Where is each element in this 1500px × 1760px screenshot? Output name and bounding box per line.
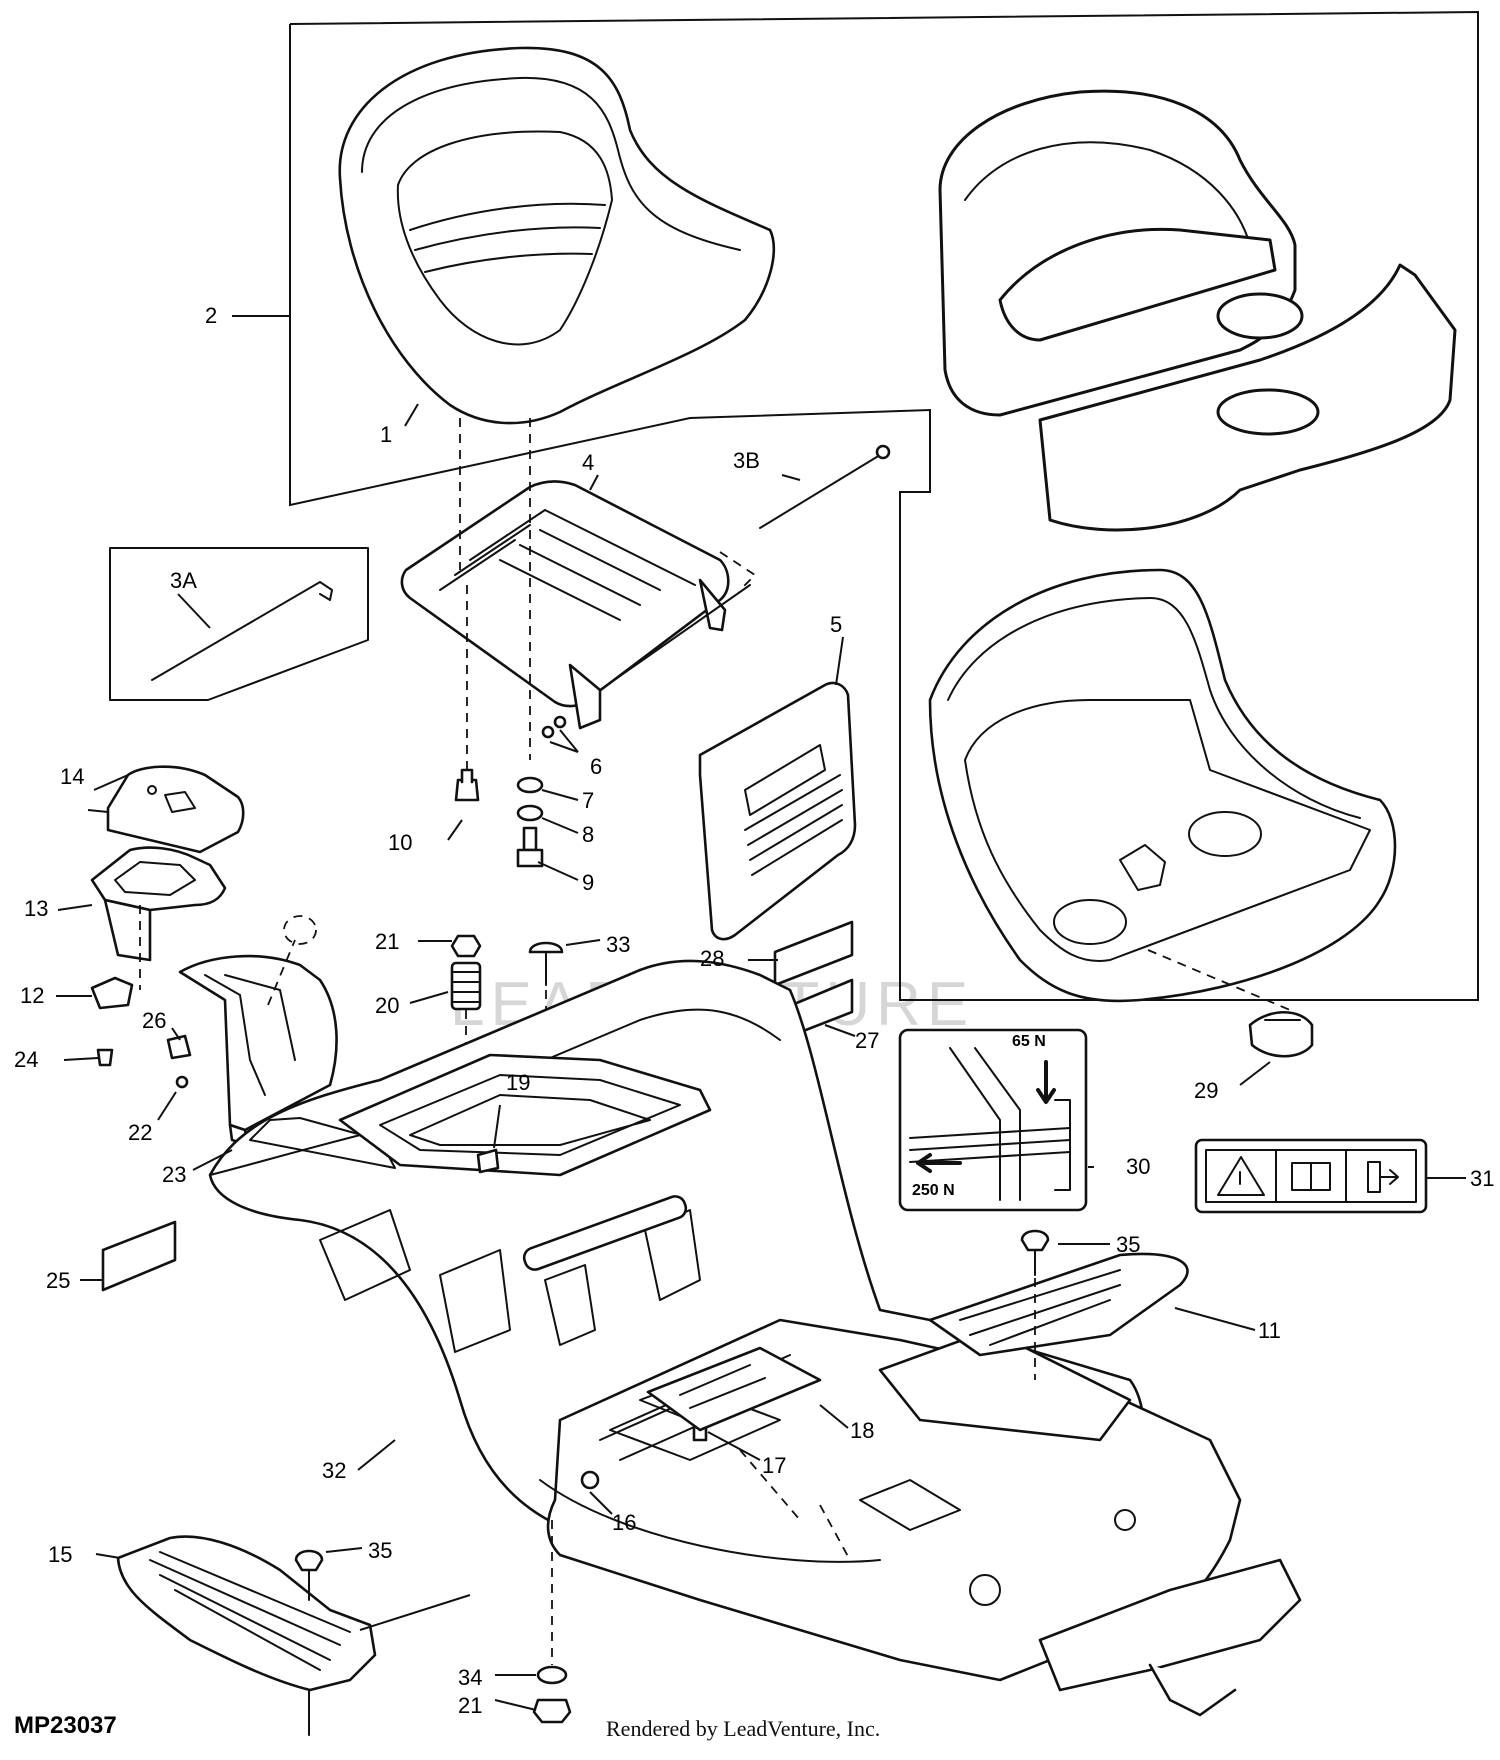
- diagram-code: MP23037: [14, 1712, 117, 1739]
- nut-21-top: [450, 934, 482, 958]
- pivot-pin: [719, 444, 891, 591]
- clip-12: [90, 976, 134, 1010]
- decal-28: [773, 920, 854, 987]
- push-pin-35-right: [1020, 1229, 1050, 1276]
- nut-21-bottom: [532, 1698, 572, 1724]
- callout-8: 8: [582, 822, 594, 847]
- callout-28: 28: [700, 946, 724, 971]
- push-pin-35-left: [294, 1549, 324, 1601]
- callout-22: 22: [128, 1120, 152, 1145]
- callout-labels: 2 1 3B 4 3A 5 6 7 8 9 10 11 12 13 14 15 …: [14, 303, 1494, 1718]
- lever-housing: [90, 846, 227, 962]
- callout-6: 6: [590, 754, 602, 779]
- callout-21-bottom: 21: [458, 1693, 482, 1718]
- callout-3b: 3B: [733, 448, 760, 473]
- callout-31: 31: [1470, 1166, 1494, 1191]
- callout-19: 19: [506, 1070, 530, 1095]
- callout-27: 27: [855, 1028, 879, 1053]
- washer-7: [516, 776, 544, 794]
- callout-12: 12: [20, 983, 44, 1008]
- callout-23: 23: [162, 1162, 186, 1187]
- callout-20: 20: [375, 993, 399, 1018]
- callout-17: 17: [762, 1453, 786, 1478]
- callout-15: 15: [48, 1542, 72, 1567]
- callout-3a: 3A: [170, 568, 197, 593]
- seat-back-plate: [698, 681, 857, 941]
- leader-15-body: [359, 1594, 471, 1631]
- adjust-knob-29: [1147, 949, 1314, 1058]
- washer-8: [516, 804, 544, 822]
- callout-5: 5: [830, 612, 842, 637]
- footrest-right: [928, 1252, 1189, 1357]
- seat: [338, 46, 776, 425]
- callout-9: 9: [582, 870, 594, 895]
- callout-10: 10: [388, 830, 412, 855]
- exit-arrow-icon: [1367, 1161, 1399, 1193]
- decal-25: [101, 1220, 177, 1292]
- seat-group-bracket: [289, 10, 1479, 40]
- callout-33: 33: [606, 932, 630, 957]
- callout-25: 25: [46, 1268, 70, 1293]
- manual-book-icon: [1291, 1162, 1331, 1191]
- nut-22: [175, 1075, 189, 1089]
- callout-13: 13: [24, 896, 48, 921]
- spring-20: [450, 961, 482, 1011]
- lever-fender: [178, 915, 338, 1147]
- hex-key-box: [109, 547, 369, 701]
- callout-24: 24: [14, 1047, 38, 1072]
- callout-2: 2: [205, 303, 217, 328]
- callout-34: 34: [458, 1665, 482, 1690]
- bolt-10: [454, 585, 480, 802]
- callout-35-right: 35: [1116, 1232, 1140, 1257]
- washer-34: [536, 1665, 568, 1685]
- callout-14: 14: [60, 764, 84, 789]
- leader-lines: [56, 315, 1466, 1711]
- floor-pan: [539, 1318, 1302, 1717]
- seat-pan: [928, 568, 1397, 1003]
- callout-21-top: 21: [375, 929, 399, 954]
- callout-1: 1: [380, 422, 392, 447]
- render-credit: Rendered by LeadVenture, Inc.: [606, 1716, 881, 1741]
- screw-24: [96, 1048, 114, 1067]
- seat-cushion-foam: [938, 89, 1457, 532]
- seat-group-outline: [289, 24, 1479, 1001]
- decal-31: [1194, 1138, 1428, 1214]
- nut-6a: [541, 725, 555, 739]
- dash-floor: [739, 1449, 851, 1561]
- warning-triangle-icon: [1217, 1156, 1265, 1196]
- lever-cap: [106, 765, 245, 854]
- callout-4: 4: [582, 450, 594, 475]
- decal-30: 65 N 250 N: [898, 1028, 1088, 1212]
- decal-30-force-top: 65 N: [1012, 1033, 1046, 1050]
- callout-35-left: 35: [368, 1538, 392, 1563]
- callout-32: 32: [322, 1458, 346, 1483]
- decal-30-force-bottom: 250 N: [912, 1182, 955, 1199]
- bolt-9: [516, 826, 544, 868]
- callout-16: 16: [612, 1510, 636, 1535]
- callout-26: 26: [142, 1008, 166, 1033]
- callout-11: 11: [1258, 1318, 1281, 1343]
- footrest-left: [116, 1535, 377, 1692]
- seat-bracket: [400, 480, 751, 730]
- callout-29: 29: [1194, 1078, 1218, 1103]
- callout-18: 18: [850, 1418, 874, 1443]
- nut-6b: [553, 715, 567, 729]
- callout-7: 7: [582, 788, 594, 813]
- carriage-bolt-33: [528, 941, 564, 986]
- decal-18: [646, 1346, 822, 1432]
- callout-30: 30: [1126, 1154, 1150, 1179]
